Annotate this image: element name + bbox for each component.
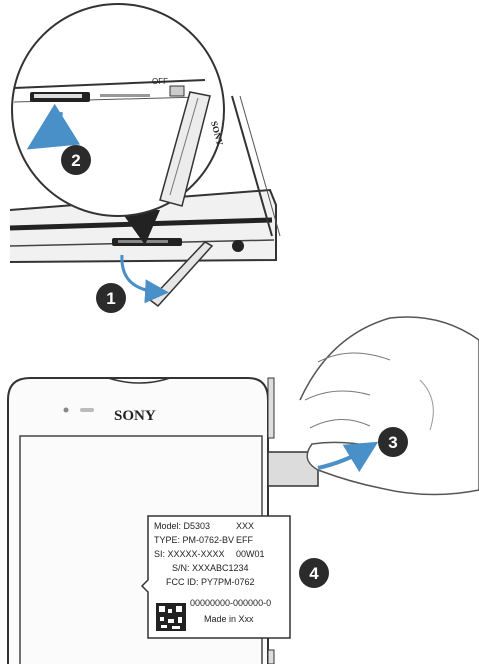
label-model: Model: D5303 [154, 521, 210, 531]
label-si-code: 00W01 [236, 549, 265, 559]
step-2-badge: 2 [61, 145, 91, 175]
svg-text:1: 1 [106, 289, 115, 308]
label-serial-number: S/N: XXXABC1234 [172, 563, 249, 573]
label-si: SI: XXXXX-XXXX [154, 549, 225, 559]
front-brand-label: SONY [114, 408, 156, 424]
label-made-in: Made in Xxx [204, 614, 254, 624]
switch-off-label: OFF [152, 77, 168, 86]
label-fcc-id: FCC ID: PY7PM-0762 [166, 577, 255, 587]
qr-code-icon [156, 603, 186, 631]
label-barcode-number: 00000000-000000-0 [190, 598, 271, 608]
step-1-badge: 1 [96, 283, 126, 313]
label-type: TYPE: PM-0762-BV [154, 535, 234, 545]
svg-text:3: 3 [388, 433, 397, 452]
hand-illustration [300, 317, 479, 495]
label-type-code: EFF [236, 535, 254, 545]
label-model-code: XXX [236, 521, 254, 531]
svg-text:2: 2 [71, 151, 80, 170]
step-4-badge: 4 [299, 558, 329, 588]
svg-text:4: 4 [309, 564, 319, 583]
step-3-badge: 3 [378, 427, 408, 457]
